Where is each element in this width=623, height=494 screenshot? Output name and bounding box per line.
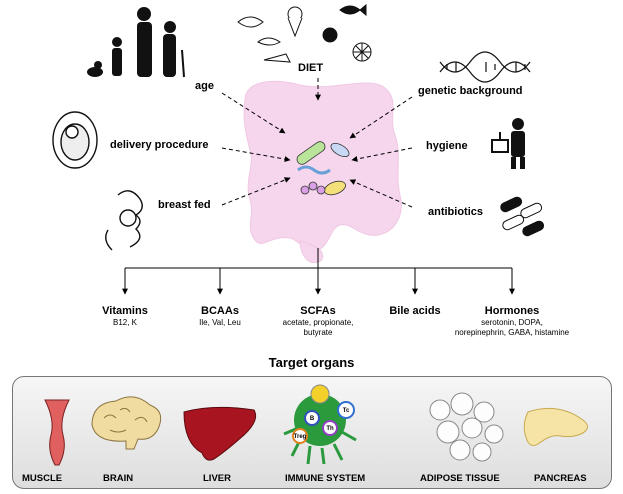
output-sub-2: norepinephrin, GABA, histamine (454, 328, 570, 337)
output-vitamins: Vitamins B12, K (60, 304, 190, 328)
output-sub: acetate, propionate, (282, 318, 354, 327)
factor-diet: DIET (298, 62, 324, 74)
organ-immune-system: IMMUNE SYSTEM (285, 473, 366, 484)
factor-arrows (221, 78, 413, 208)
output-title: Hormones (484, 305, 540, 317)
womb-icon (52, 111, 98, 169)
breastfeeding-icon (105, 190, 143, 251)
target-organs-title: Target organs (268, 355, 355, 370)
output-tree (122, 248, 515, 295)
organ-adipose-tissue: ADIPOSE TISSUE (420, 473, 500, 484)
factor-genetic: genetic background (418, 85, 523, 97)
output-sub: serotonin, DOPA, (481, 318, 543, 327)
factor-breast-fed: breast fed (158, 199, 211, 211)
handwashing-icon (491, 118, 525, 169)
organ-brain: BRAIN (103, 473, 134, 484)
output-title: BCAAs (201, 305, 239, 317)
output-sub: B12, K (112, 318, 137, 327)
organ-muscle: MUSCLE (22, 473, 63, 484)
output-bcaas: BCAAs Ile, Val, Leu (155, 304, 285, 328)
organ-liver: LIVER (203, 473, 231, 484)
pills-icon (500, 196, 545, 237)
organ-pancreas: PANCREAS (534, 473, 587, 484)
bacteria-icon (296, 141, 350, 196)
intestine-illustration (243, 80, 402, 264)
factor-delivery: delivery procedure (110, 139, 209, 151)
output-bile-acids: Bile acids (350, 304, 480, 318)
output-sub-2: butyrate (303, 328, 333, 337)
age-people-icon (87, 7, 185, 78)
output-sub: Ile, Val, Leu (199, 318, 241, 327)
output-title: SCFAs (300, 305, 336, 317)
output-scfas: SCFAs acetate, propionate, butyrate (253, 304, 383, 338)
factor-antibiotics: antibiotics (428, 206, 484, 218)
dna-icon (439, 51, 531, 83)
factor-age: age (195, 80, 214, 92)
factor-hygiene: hygiene (426, 140, 468, 152)
output-title: Bile acids (389, 305, 441, 317)
diet-food-icon (237, 3, 372, 63)
output-title: Vitamins (102, 305, 148, 317)
output-hormones: Hormones serotonin, DOPA, norepinephrin,… (447, 304, 577, 338)
